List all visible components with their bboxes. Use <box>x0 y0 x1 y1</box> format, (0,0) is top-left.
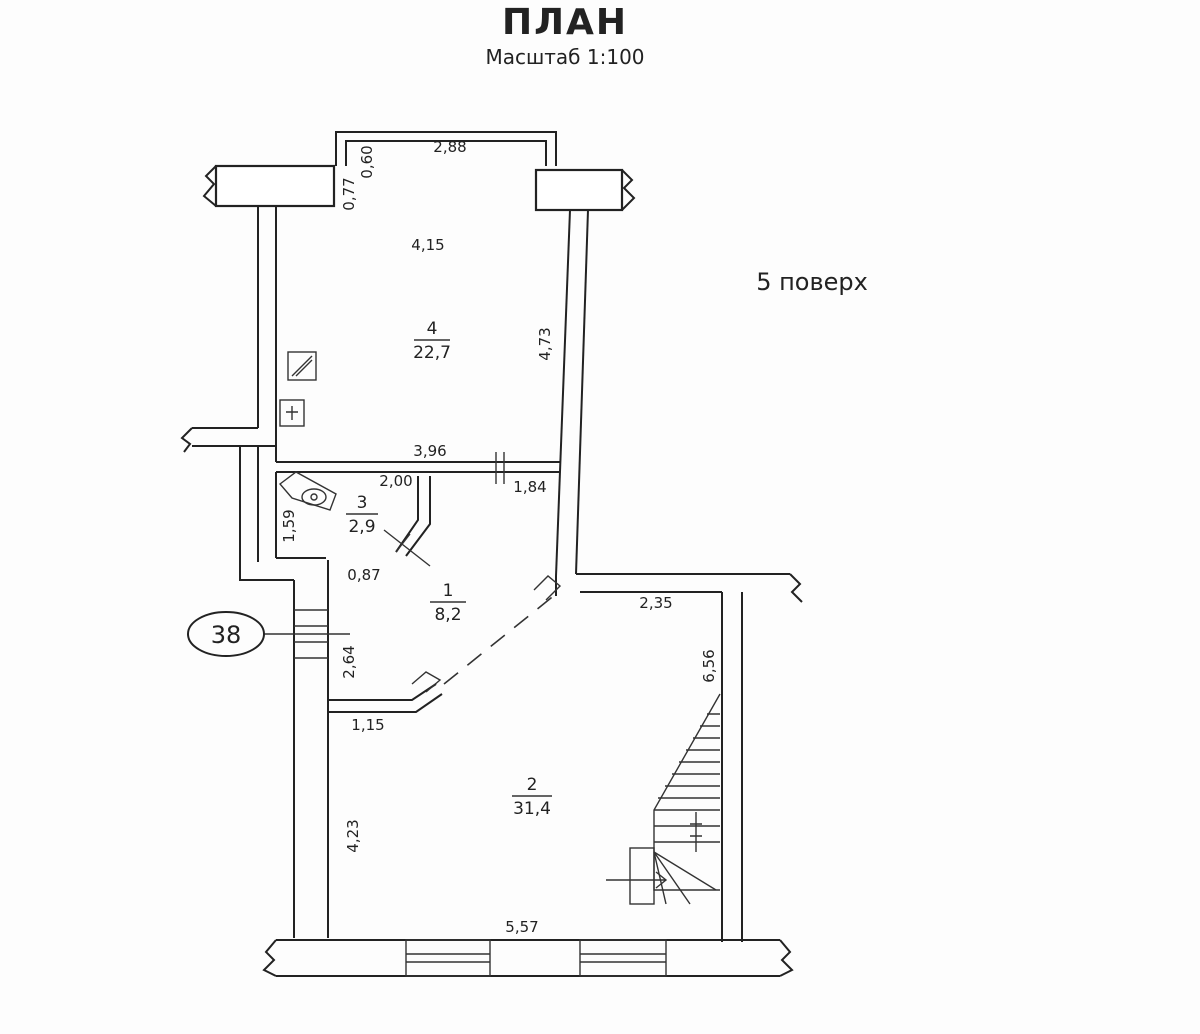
wall-upper-left <box>202 164 336 208</box>
apartment-marker: 38 <box>187 611 265 657</box>
dim-bay-top: 2,88 <box>433 138 466 156</box>
staircase <box>606 693 721 905</box>
apartment-number: 38 <box>211 621 242 649</box>
meter-box-icon <box>279 399 305 427</box>
dim-partition-width: 3,96 <box>413 442 446 460</box>
room-1-label: 1 8,2 <box>430 581 466 625</box>
wall-bottom <box>262 939 794 977</box>
dim-room4-width: 4,15 <box>411 236 444 254</box>
wall-right-long <box>555 209 803 603</box>
plan-scale: Масштаб 1:100 <box>485 45 644 69</box>
toilet-icon <box>278 471 337 511</box>
room-4-area: 22,7 <box>413 343 451 363</box>
wall-upper-right <box>534 168 636 212</box>
dim-corridor-right: 2,35 <box>639 594 672 612</box>
dim-room2-width: 5,57 <box>505 918 538 936</box>
floor-label: 5 поверх <box>756 268 868 296</box>
dim-stair-height: 6,56 <box>700 649 718 682</box>
room-1-number: 1 <box>443 581 454 601</box>
room-2-area: 31,4 <box>513 799 551 819</box>
hall-walls <box>239 462 350 938</box>
room-3-label: 3 2,9 <box>346 493 378 537</box>
dim-bay-left-lower: 0,77 <box>340 177 358 210</box>
hall-partition <box>328 575 562 713</box>
room-4-label: 4 22,7 <box>413 319 451 363</box>
dim-hall-right: 1,84 <box>513 478 546 496</box>
room-3-number: 3 <box>357 493 368 513</box>
dim-bath-height: 1,59 <box>280 509 298 542</box>
dim-room2-height: 4,23 <box>344 819 362 852</box>
plan-title: ПЛАН <box>502 2 628 43</box>
room-2-number: 2 <box>527 775 538 795</box>
bathroom-walls <box>275 472 431 567</box>
dim-bath-width: 2,00 <box>379 472 412 490</box>
dim-room4-height: 4,73 <box>536 327 554 360</box>
room-2-label: 2 31,4 <box>512 775 552 819</box>
bay-niche <box>335 131 557 166</box>
wall-stair-right <box>721 592 743 942</box>
dim-bay-left-upper: 0,60 <box>358 145 376 178</box>
vent-icon <box>287 351 317 381</box>
room-3-area: 2,9 <box>348 517 375 537</box>
partition-room4 <box>276 452 560 484</box>
room-4-number: 4 <box>427 319 438 339</box>
dim-hall-left: 0,87 <box>347 566 380 584</box>
window-right <box>579 939 667 977</box>
dim-corridor-lower: 1,15 <box>351 716 384 734</box>
wall-left-room4 <box>180 206 277 560</box>
dim-hall-height: 2,64 <box>340 645 358 678</box>
window-left <box>405 939 491 977</box>
room-1-area: 8,2 <box>434 605 461 625</box>
